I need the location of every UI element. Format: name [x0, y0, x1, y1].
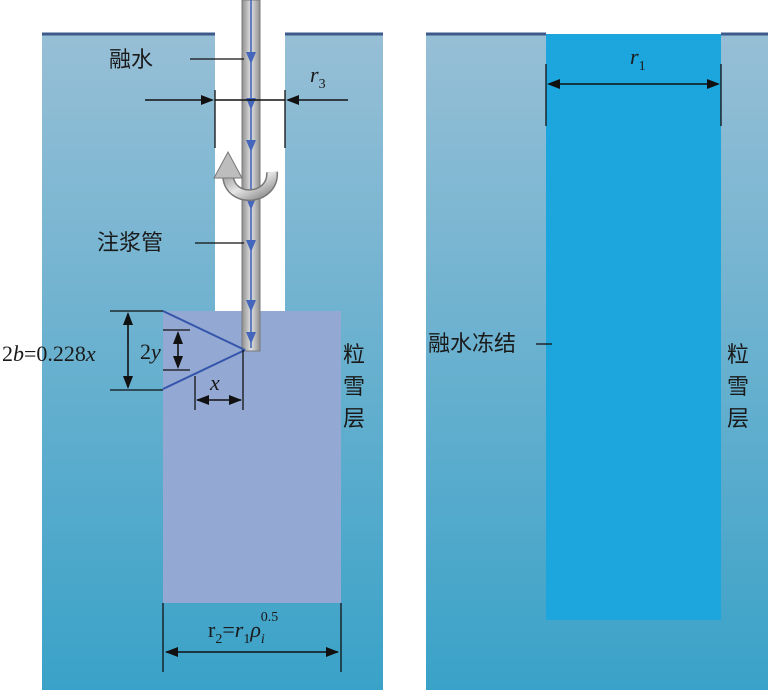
dimension-2y: 2y [140, 329, 190, 371]
flow-arrowhead-5 [246, 240, 256, 252]
flow-arrowhead-2 [246, 98, 256, 110]
label-snow-layer-left: 粒 雪 层 [343, 343, 365, 432]
dimension-x: x [194, 350, 244, 410]
label-grout-pipe: 注浆管 [97, 231, 163, 256]
flow-arrowhead-7 [246, 332, 256, 344]
svg-text:层: 层 [343, 407, 365, 432]
svg-text:雪: 雪 [343, 375, 365, 400]
svg-text:粒: 粒 [727, 343, 749, 368]
label-2b: 2b=0.228x [2, 341, 96, 366]
flow-arrowhead-6 [246, 300, 256, 312]
dimension-r2: r2=r1ρi0.5 [162, 603, 342, 672]
dimension-r1: r1 [545, 44, 722, 126]
flow-arrowhead-1 [246, 52, 256, 64]
return-flow-arrow-icon [213, 150, 278, 202]
label-r2: r2=r1ρi0.5 [208, 610, 278, 647]
label-x: x [209, 370, 220, 395]
right-panel: r1 融水冻结 粒 雪 层 [426, 32, 768, 690]
cone-line-bottom [162, 349, 246, 390]
flow-arrowhead-3 [246, 140, 256, 152]
frozen-meltwater-column [546, 34, 721, 620]
dimension-r3: r3 [145, 62, 348, 148]
label-r1: r1 [630, 44, 646, 74]
label-2y: 2y [140, 339, 161, 364]
svg-text:粒: 粒 [343, 343, 365, 368]
cone-line-top [162, 310, 246, 351]
dimension-2b: 2b=0.228x [2, 310, 163, 391]
svg-text:层: 层 [727, 407, 749, 432]
label-snow-layer-right: 粒 雪 层 [727, 343, 749, 432]
label-melt-water: 融水 [109, 48, 153, 73]
label-r3: r3 [310, 62, 326, 92]
wetted-snow-zone [163, 311, 341, 603]
left-panel: 融水 注浆管 r3 2b=0.228x [2, 0, 383, 690]
label-melt-freeze: 融水冻结 [428, 332, 516, 357]
svg-text:雪: 雪 [727, 375, 749, 400]
